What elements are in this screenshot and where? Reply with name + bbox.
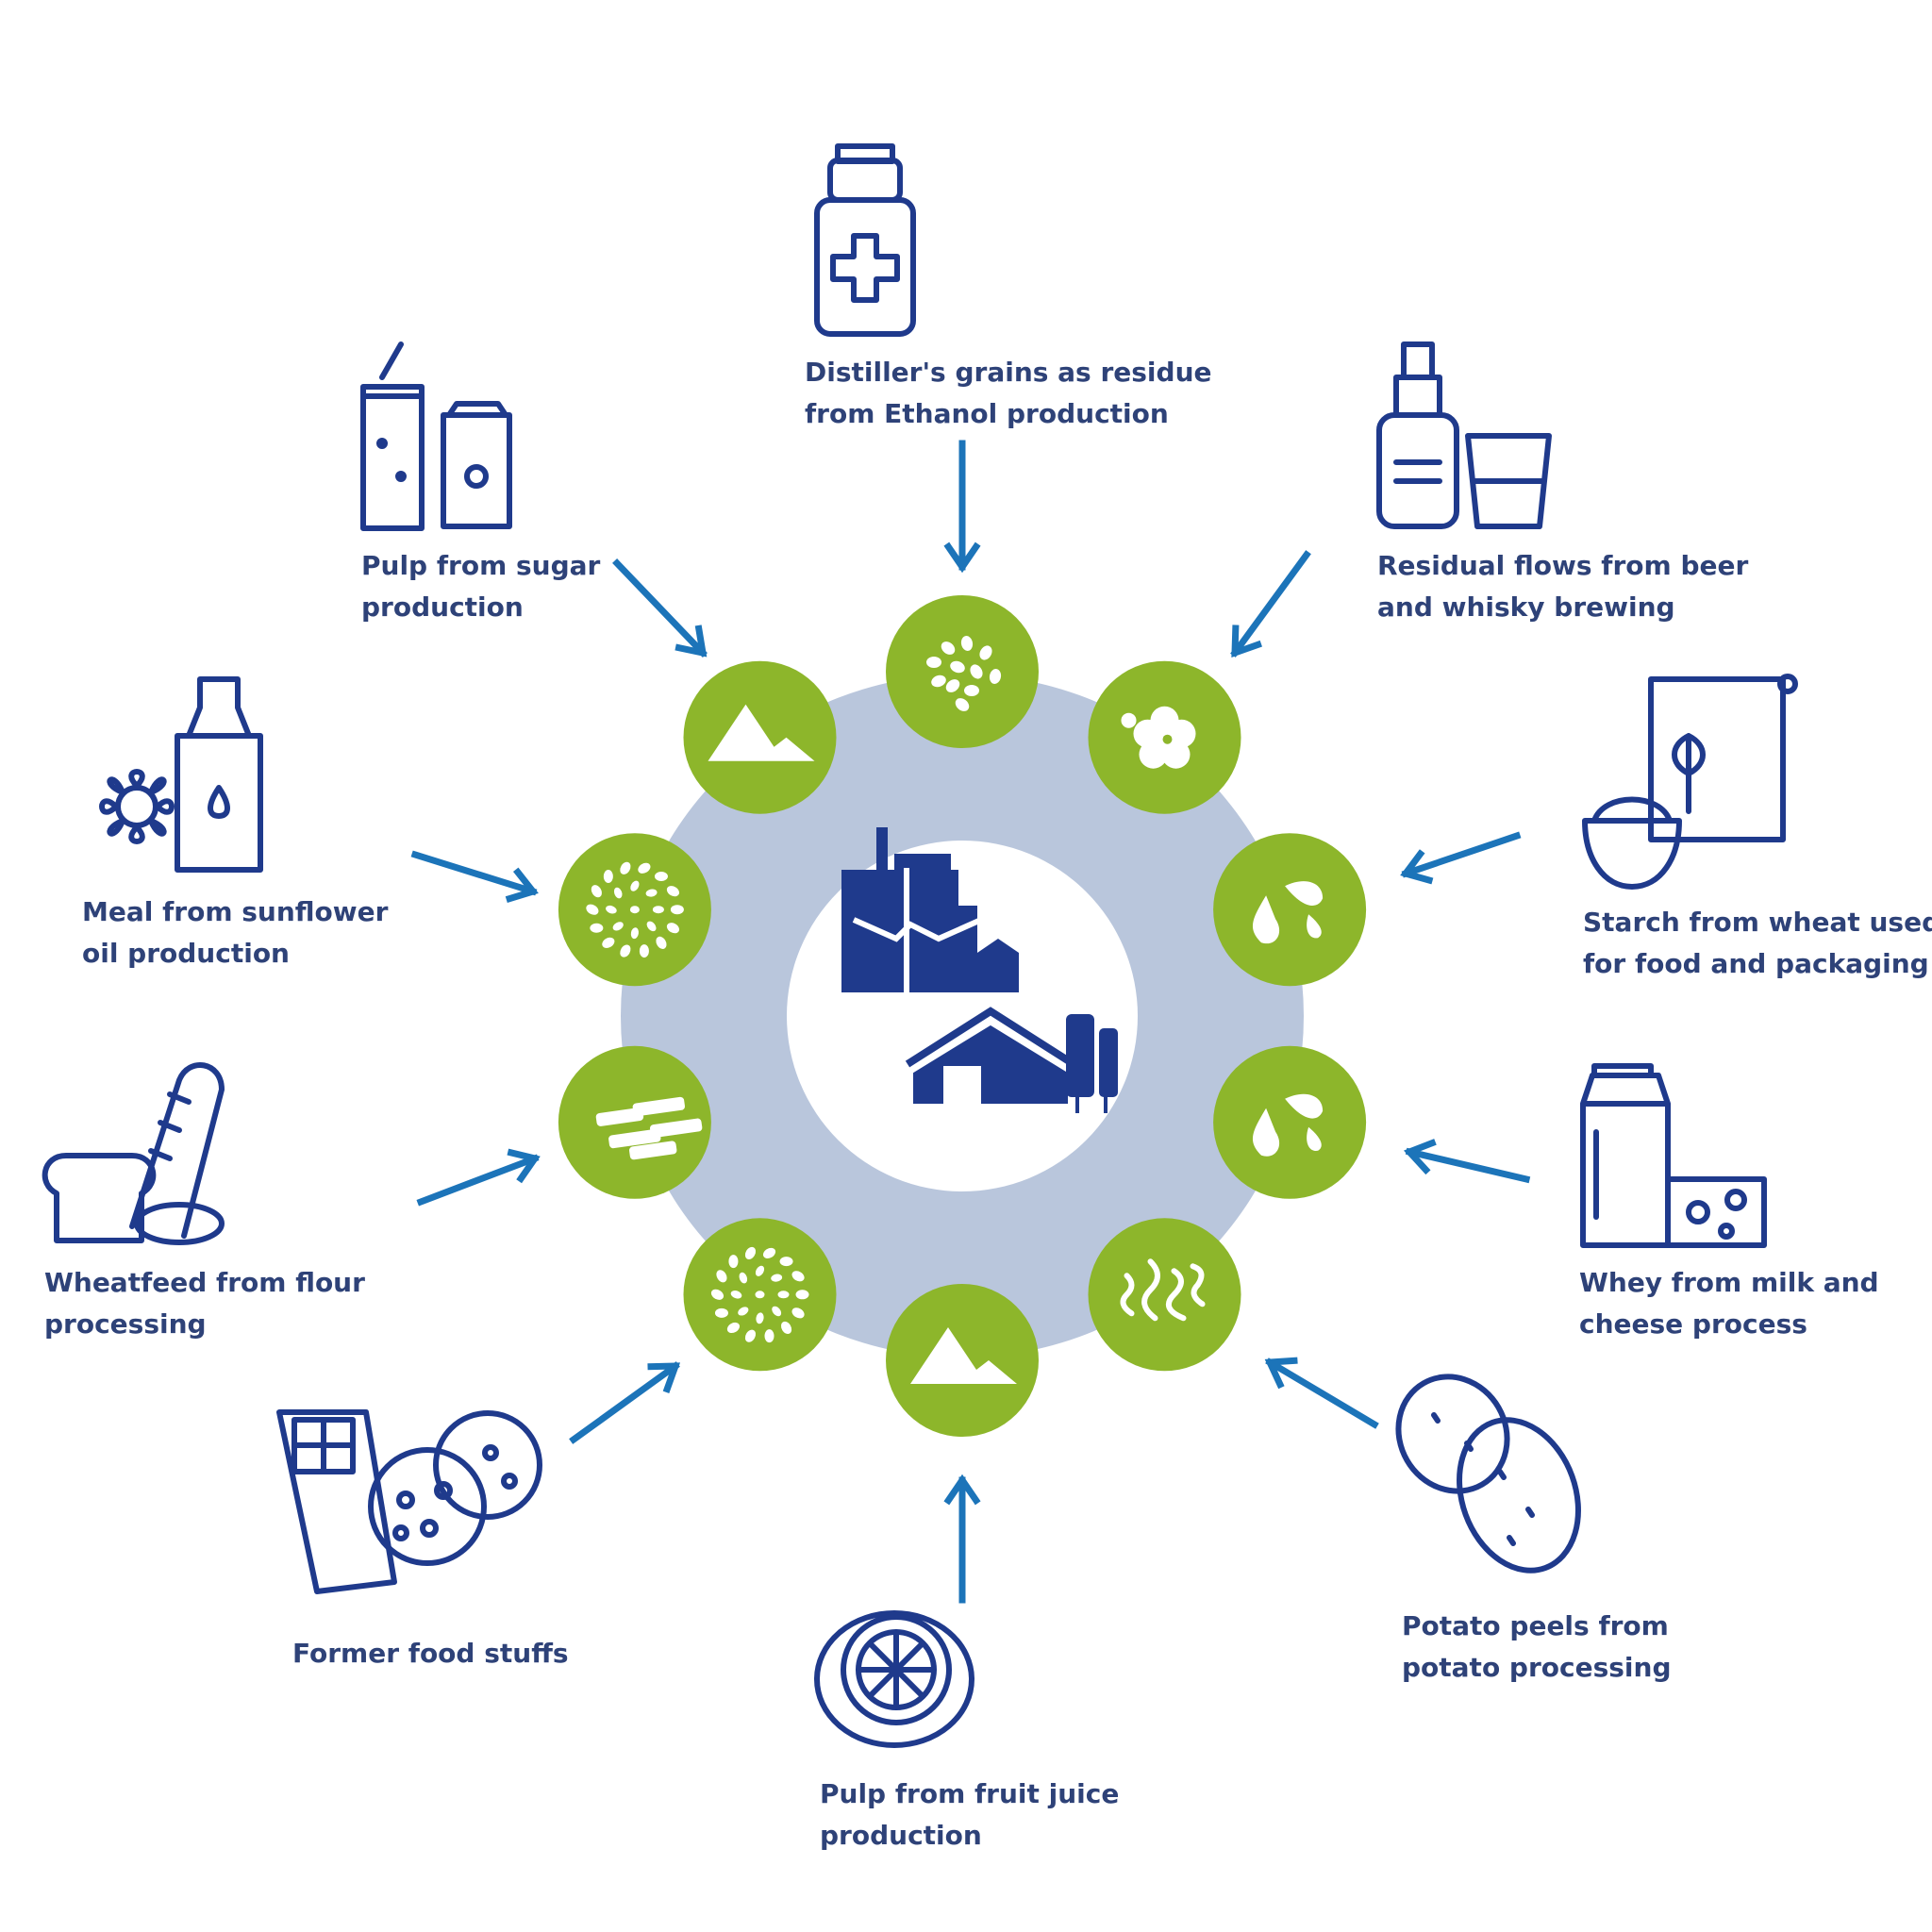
flow-arrow (569, 1361, 681, 1444)
label-line: Former food stuffs (292, 1638, 569, 1669)
label-line: Pulp from sugar (361, 550, 601, 581)
source-label: Potato peels from potato processing (1402, 1610, 1672, 1683)
label-line: Pulp from fruit juice (820, 1778, 1119, 1809)
ring-node-powder-pile (886, 1284, 1039, 1437)
label-line: Meal from sunflower (82, 896, 389, 927)
label-line: from Ethanol production (805, 398, 1169, 429)
flow-arrow (1400, 831, 1522, 885)
grains-ring-icon (586, 861, 684, 958)
source-label: Pulp from fruit juice production (820, 1778, 1119, 1851)
ring-node-fibers (1088, 1218, 1241, 1372)
node-circle (1213, 833, 1367, 987)
source-label: Former food stuffs (292, 1638, 569, 1669)
label-line: production (820, 1820, 982, 1851)
label-line: potato processing (1402, 1652, 1672, 1683)
source-4: Potato peels from potato processing (1395, 1374, 1672, 1683)
ring-node-grains (886, 595, 1039, 748)
sunflower-oil-icon (99, 676, 263, 873)
source-label: Wheatfeed from flour processing (44, 1267, 365, 1340)
whisky-bottle-glass-icon (1376, 341, 1552, 529)
label-line: Whey from milk and (1579, 1267, 1879, 1298)
source-label: Starch from wheat used for food and packa… (1583, 907, 1932, 979)
source-9: Pulp from sugar production (360, 341, 601, 623)
node-circle (1213, 1045, 1367, 1199)
source-6: Former food stuffs (276, 1409, 569, 1669)
medicine-bottle-icon (814, 143, 916, 337)
source-3: Whey from milk and cheese process (1579, 1063, 1879, 1340)
flow-arrow (1403, 1139, 1531, 1184)
label-line: Wheatfeed from flour (44, 1267, 365, 1298)
grains-ring-icon (710, 1246, 809, 1343)
source-7: Wheatfeed from flour processing (42, 1062, 365, 1340)
label-line: Distiller's grains as residue (805, 357, 1212, 388)
node-circle (558, 1045, 711, 1199)
label-line: and whisky brewing (1377, 591, 1675, 623)
source-5: Pulp from fruit juice production (814, 1610, 1119, 1851)
label-line: processing (44, 1308, 207, 1340)
flow-arrow (1264, 1357, 1379, 1429)
powder-pile-icon (708, 704, 815, 761)
source-2: Starch from wheat used for food and packa… (1582, 674, 1932, 979)
ring-node-droplets (1213, 833, 1367, 987)
label-line: production (361, 591, 524, 623)
ring-node-pellets (558, 1045, 711, 1199)
label-line: oil production (82, 938, 290, 969)
flow-arrow (612, 558, 708, 658)
source-0: Distiller's grains as residue from Ethano… (805, 143, 1212, 429)
source-8: Meal from sunflower oil production (82, 676, 389, 969)
source-1: Residual flows from beer and whisky brewi… (1376, 341, 1748, 623)
factory-icon (841, 827, 1019, 992)
milk-cheese-icon (1580, 1063, 1767, 1248)
label-line: cheese process (1579, 1308, 1807, 1340)
label-line: Residual flows from beer (1377, 550, 1748, 581)
ring-node-powder-pile (683, 660, 837, 814)
flow-arrow (410, 850, 539, 903)
soda-glass-can-icon (360, 341, 512, 531)
ring-node-flower-yeast (1088, 660, 1241, 814)
ring-node-grains-ring (558, 833, 711, 987)
ring-node-droplets (1213, 1045, 1367, 1199)
powder-pile-icon (910, 1327, 1017, 1384)
flower-yeast-icon (1121, 706, 1196, 769)
flow-arrow (943, 440, 981, 574)
label-line: Potato peels from (1402, 1610, 1669, 1641)
source-label: Residual flows from beer and whisky brewi… (1377, 550, 1748, 623)
potatoes-icon (1395, 1374, 1581, 1574)
source-label: Distiller's grains as residue from Ethano… (805, 357, 1212, 429)
pellets-icon (595, 1096, 703, 1160)
lemon-icon (814, 1610, 974, 1748)
flow-arrow (1230, 550, 1311, 658)
label-line: for food and packaging (1583, 948, 1929, 979)
droplets-icon (1253, 1093, 1324, 1157)
flow-arrow (943, 1474, 981, 1604)
fibers-icon (1120, 1258, 1206, 1322)
label-line: Starch from wheat used (1583, 907, 1932, 938)
source-label: Pulp from sugar production (361, 550, 601, 623)
flour-bag-icon (1582, 674, 1798, 890)
grains-icon (926, 636, 1002, 711)
ring-node-grains-ring (683, 1218, 837, 1372)
flow-arrow (416, 1148, 541, 1207)
source-label: Whey from milk and cheese process (1579, 1267, 1879, 1340)
droplets-icon (1253, 881, 1324, 944)
source-label: Meal from sunflower oil production (82, 896, 389, 969)
bread-icon (42, 1062, 225, 1245)
farm-barn-silo-icon (905, 1007, 1118, 1113)
chocolate-cookie-icon (276, 1409, 542, 1594)
node-circle (1088, 1218, 1241, 1372)
